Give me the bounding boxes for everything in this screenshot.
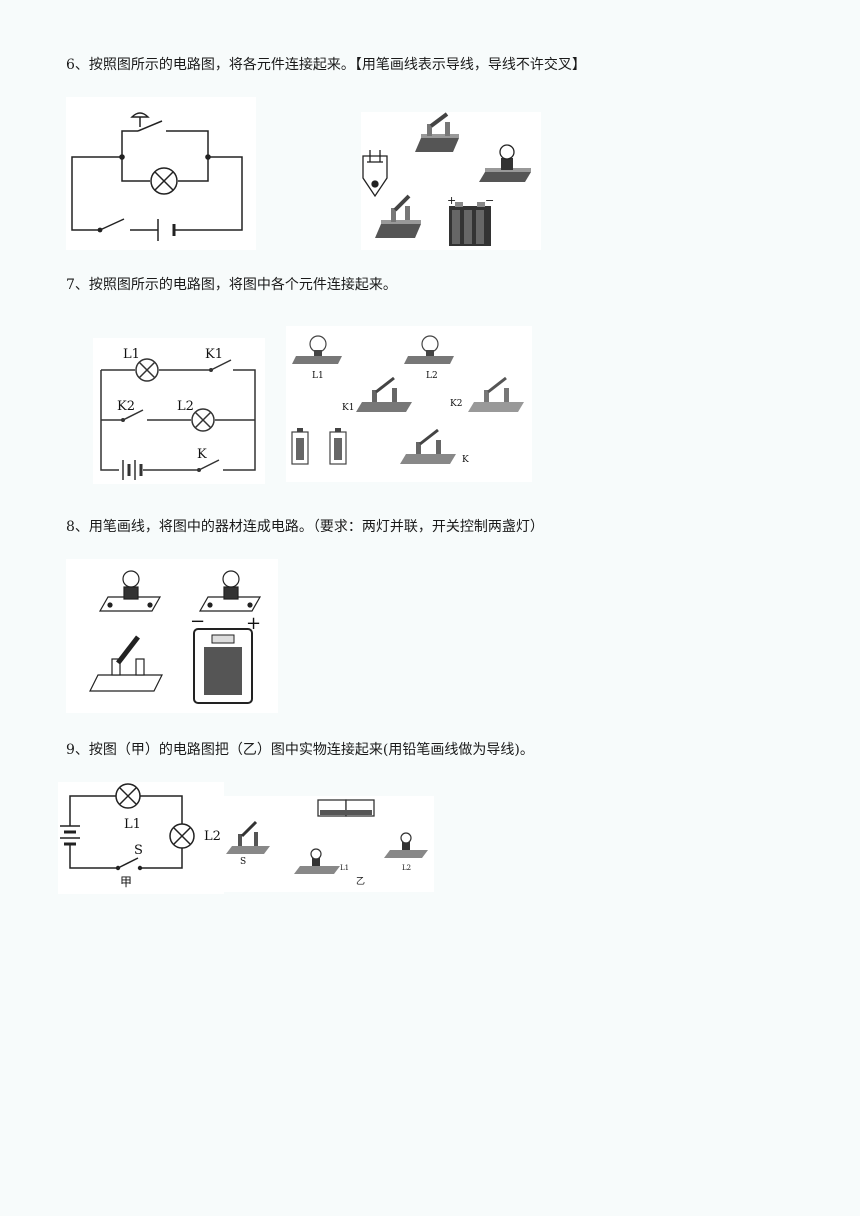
q8-components-image: − + xyxy=(66,559,278,713)
question-7-text: 7、按照图所示的电路图，将图中各个元件连接起来。 xyxy=(66,277,397,293)
light-bulb-icon xyxy=(198,570,262,612)
knife-switch-icon xyxy=(356,376,412,412)
label-S: S xyxy=(134,843,143,858)
label-K1: K1 xyxy=(205,347,223,362)
q7-components-image: L1 L2 K1 K2 xyxy=(286,326,532,482)
photo-label-K1: K1 xyxy=(342,403,354,413)
knife-switch-icon xyxy=(89,635,163,692)
light-bulb-icon xyxy=(384,832,428,858)
q7-circuit-diagram: L1 K1 K2 L2 K xyxy=(93,338,265,484)
photo-label-L2: L2 xyxy=(402,864,411,872)
battery-minus-label: − xyxy=(485,194,494,207)
battery-icon: − + xyxy=(190,611,261,704)
light-bulb-icon xyxy=(292,335,342,364)
question-9-text: 9、按图（甲）的电路图把（乙）图中实物连接起来(用铅笔画线做为导线)。 xyxy=(66,742,534,758)
photo-label-K2: K2 xyxy=(450,399,462,409)
label-K: K xyxy=(197,447,207,462)
question-8-text: 8、用笔画线，将图中的器材连成电路。（要求：两灯并联，开关控制两盏灯） xyxy=(66,519,544,535)
label-jia: 甲 xyxy=(120,875,132,889)
light-bulb-icon xyxy=(404,335,454,364)
battery-icon: + − xyxy=(447,194,494,246)
knife-switch-icon xyxy=(415,112,459,152)
photo-label-S: S xyxy=(240,857,246,867)
battery-icon xyxy=(291,428,309,465)
q9-components-image-yi: S L1 L2 乙 xyxy=(224,796,434,892)
light-bulb-icon xyxy=(98,570,162,612)
battery-icon xyxy=(317,799,375,817)
photo-label-L2: L2 xyxy=(426,371,438,381)
q6-components-image: + − xyxy=(361,112,541,250)
battery-icon xyxy=(329,428,347,465)
light-bulb-icon xyxy=(479,144,531,182)
electric-bell-icon xyxy=(362,150,388,198)
label-L1: L1 xyxy=(124,817,141,832)
label-L2: L2 xyxy=(177,399,194,414)
question-6-text: 6、按照图所示的电路图，将各元件连接起来。【用笔画线表示导线，导线不许交叉】 xyxy=(66,57,586,73)
knife-switch-icon xyxy=(226,820,270,854)
q6-circuit-diagram xyxy=(66,97,256,250)
photo-label-K: K xyxy=(462,455,469,465)
label-L2: L2 xyxy=(204,829,221,844)
label-yi: 乙 xyxy=(356,876,365,887)
q9-circuit-diagram-jia: L1 L2 S 甲 xyxy=(58,782,224,894)
photo-label-L1: L1 xyxy=(312,371,324,381)
battery-plus-label: + xyxy=(246,613,261,634)
battery-plus-label: + xyxy=(447,194,456,207)
light-bulb-icon xyxy=(294,848,340,874)
knife-switch-icon xyxy=(375,194,421,238)
label-K2: K2 xyxy=(117,399,135,414)
knife-switch-icon xyxy=(468,376,524,412)
label-L1: L1 xyxy=(123,347,140,362)
photo-label-L1: L1 xyxy=(340,864,349,872)
knife-switch-icon xyxy=(400,428,456,464)
battery-minus-label: − xyxy=(190,611,205,632)
